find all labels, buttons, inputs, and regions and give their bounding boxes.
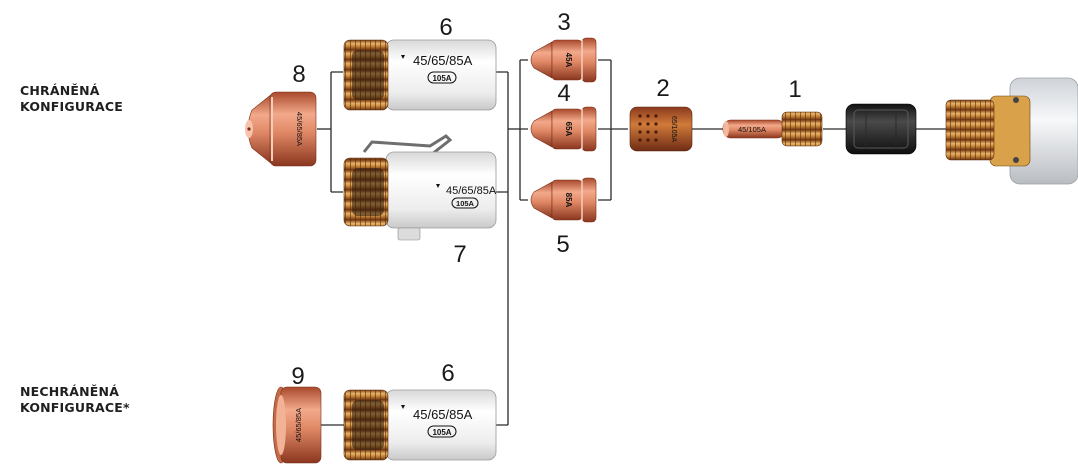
electrode-marking: 45/105A bbox=[738, 125, 766, 134]
deflector-9-marking: 45/65/85A bbox=[294, 408, 303, 442]
deflector-part-9: 45/65/85A bbox=[272, 386, 322, 464]
ohmic-cap-part-7: 45/65/85A 105A bbox=[343, 134, 497, 241]
torch-head bbox=[945, 77, 1078, 185]
cap-6-top-105: 105A bbox=[432, 74, 451, 83]
swirl-ring-holes bbox=[638, 114, 658, 142]
part-numbers: 8 6 7 3 4 5 2 1 9 6 bbox=[291, 9, 801, 390]
part-number-7: 7 bbox=[453, 241, 466, 268]
shielded-config-label-line2: KONFIGURACE bbox=[20, 99, 124, 114]
nozzle-4-marking: 65A bbox=[564, 122, 573, 137]
part-number-8: 8 bbox=[292, 61, 305, 88]
part-number-6-top: 6 bbox=[439, 14, 452, 41]
shielded-config-label-line1: CHRÁNĚNÁ bbox=[20, 83, 100, 98]
unshielded-config-label-line1: NECHRÁNĚNÁ bbox=[20, 384, 120, 399]
nozzle-part-5: 85A bbox=[530, 177, 597, 223]
nozzle-part-3: 45A bbox=[530, 37, 597, 83]
swirl-ring-marking: 65/105A bbox=[670, 116, 677, 142]
part-number-9: 9 bbox=[291, 363, 304, 390]
retaining-cap-part-6-top: 45/65/85A 105A bbox=[343, 39, 497, 111]
part-number-5: 5 bbox=[556, 231, 569, 258]
shield-8-marking: 45/65/85A bbox=[295, 112, 304, 146]
part-number-4: 4 bbox=[557, 80, 570, 107]
cap-6-bottom-105: 105A bbox=[432, 428, 451, 437]
cap-6-bottom-rating: 45/65/85A bbox=[413, 407, 473, 422]
nozzle-3-marking: 45A bbox=[564, 53, 573, 68]
swirl-ring-part-2: 65/105A bbox=[629, 106, 693, 152]
connector-lines bbox=[317, 59, 946, 426]
part-number-2: 2 bbox=[656, 75, 669, 102]
retaining-cap-part-6-bottom: 45/65/85A 105A bbox=[343, 389, 497, 461]
nozzle-5-marking: 85A bbox=[564, 193, 573, 208]
electrode-part-1: 45/105A bbox=[722, 111, 823, 147]
cap-7-rating: 45/65/85A bbox=[446, 185, 497, 197]
shielded-config-label: CHRÁNĚNÁ KONFIGURACE bbox=[20, 83, 123, 115]
cap-6-top-rating: 45/65/85A bbox=[413, 53, 473, 68]
shield-part-8: 45/65/85A bbox=[245, 91, 317, 167]
unshielded-config-label: NECHRÁNĚNÁ KONFIGURACE* bbox=[20, 384, 130, 416]
quick-disconnect-part bbox=[845, 103, 917, 155]
part-number-3: 3 bbox=[557, 9, 570, 36]
unshielded-config-label-line2: KONFIGURACE* bbox=[20, 400, 130, 415]
nozzle-part-4: 65A bbox=[530, 106, 597, 152]
part-number-1: 1 bbox=[788, 76, 801, 103]
part-number-6-bottom: 6 bbox=[441, 360, 454, 387]
cap-7-105: 105A bbox=[456, 199, 475, 208]
